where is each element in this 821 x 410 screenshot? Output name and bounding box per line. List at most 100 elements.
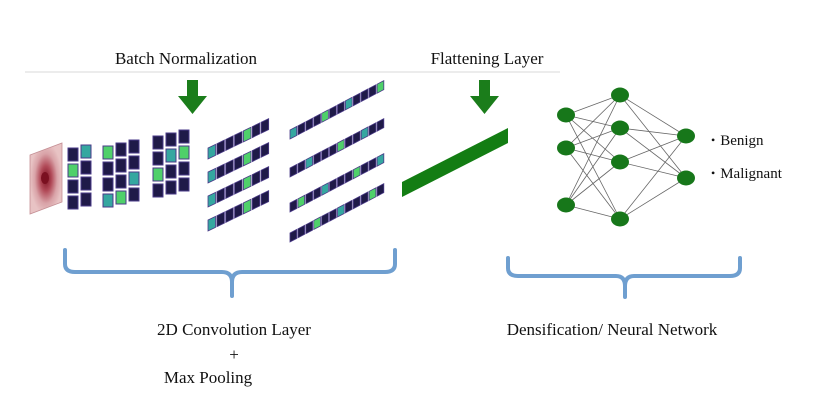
feature-map-cell <box>216 139 225 156</box>
flattening-layer-label: Flattening Layer <box>430 49 544 68</box>
neuron-layer-2 <box>611 154 629 170</box>
conv-block-1 <box>67 144 92 210</box>
feature-map-cell <box>102 145 114 160</box>
feature-map-cell <box>321 182 329 196</box>
output-item-malignant: •Malignant <box>711 165 782 183</box>
output-label: Malignant <box>720 166 782 182</box>
feature-map-cell <box>260 166 270 182</box>
feature-map-cell <box>178 129 190 144</box>
neuron-layer-3 <box>677 170 695 186</box>
flattened-vector <box>402 128 508 197</box>
feature-map-cell <box>207 191 216 208</box>
feature-map-cell <box>352 165 361 180</box>
feature-map-cell <box>337 100 345 115</box>
feature-map-cell <box>216 187 225 204</box>
network-edge <box>565 94 621 206</box>
network-edge <box>565 127 621 149</box>
feature-map-cell <box>115 158 127 173</box>
conv-bracket <box>63 248 397 298</box>
network-edge <box>565 161 621 206</box>
neuron-layer-2 <box>611 120 629 136</box>
down-arrow-icon <box>178 80 207 114</box>
feature-map-cell <box>297 159 306 174</box>
feature-map-cell <box>376 152 385 167</box>
feature-map-cell <box>225 135 234 152</box>
neuron-layer-2 <box>611 211 629 227</box>
pool-strip-4 <box>207 190 270 232</box>
feature-map-cell <box>305 155 313 170</box>
feature-map-cell <box>178 145 190 160</box>
feature-map-cell <box>337 173 345 188</box>
feature-maps <box>67 79 385 243</box>
feature-map-cell <box>352 195 361 210</box>
feature-map-cell <box>152 183 164 198</box>
feature-map-cell <box>115 142 127 157</box>
feature-map-cell <box>360 161 369 176</box>
feature-map-cell <box>289 125 298 140</box>
neuron-layer-1 <box>557 197 575 213</box>
feature-map-cell <box>297 224 306 239</box>
output-label: Benign <box>720 133 764 149</box>
feature-map-cell <box>80 192 92 207</box>
network-edge <box>619 177 687 220</box>
deep-strip-2 <box>289 117 385 178</box>
feature-map-cell <box>337 138 345 153</box>
network-edge <box>565 204 621 220</box>
network-edge <box>565 114 621 163</box>
feature-map-cell <box>207 143 216 160</box>
feature-map-cell <box>289 198 298 213</box>
feature-map-cell <box>234 130 243 147</box>
network-edge <box>619 94 687 179</box>
feature-map-cell <box>337 203 345 218</box>
feature-map-cell <box>345 134 353 149</box>
feature-map-cell <box>102 193 114 208</box>
feature-map-cell <box>102 177 114 192</box>
output-item-benign: •Benign <box>711 132 764 150</box>
feature-map-cell <box>216 163 225 180</box>
feature-map-cell <box>67 147 79 162</box>
network-edge <box>565 127 621 206</box>
feature-map-cell <box>313 186 321 201</box>
feature-map-cell <box>152 151 164 166</box>
feature-map-cell <box>329 104 337 119</box>
feature-map-cell <box>260 118 270 134</box>
feature-map-cell <box>243 126 252 143</box>
feature-map-cell <box>152 167 164 182</box>
feature-map-cell <box>128 139 140 154</box>
pool-strip-2 <box>207 142 270 184</box>
feature-map-cell <box>80 160 92 175</box>
feature-map-cell <box>360 191 369 206</box>
feature-map-cell <box>305 190 313 205</box>
deep-strip-4 <box>289 182 385 243</box>
feature-map-cell <box>313 216 321 231</box>
feature-map-cell <box>376 117 385 132</box>
feature-map-cell <box>115 174 127 189</box>
feature-map-cell <box>360 88 369 103</box>
feature-map-cell <box>313 151 321 166</box>
feature-map-cell <box>243 174 252 191</box>
feature-map-cell <box>67 195 79 210</box>
neuron-layer-1 <box>557 140 575 156</box>
conv-layer-label: 2D Convolution Layer <box>157 320 311 339</box>
feature-map-cell <box>102 161 114 176</box>
batch-normalization-label: Batch Normalization <box>114 49 258 68</box>
feature-map-cell <box>305 117 313 132</box>
feature-map-cell <box>165 180 177 195</box>
feature-map-cell <box>207 167 216 184</box>
feature-map-cell <box>225 159 234 176</box>
network-edge <box>565 94 621 149</box>
network-edge <box>565 94 621 116</box>
feature-map-cell <box>225 183 234 200</box>
feature-map-cell <box>178 177 190 192</box>
feature-map-cell <box>80 176 92 191</box>
network-edge <box>619 135 687 220</box>
feature-map-cell <box>251 170 261 187</box>
feature-map-cell <box>67 179 79 194</box>
network-edge <box>619 127 687 179</box>
feature-map-cell <box>289 228 298 243</box>
feature-map-cell <box>352 92 361 107</box>
feature-map-cell <box>345 199 353 214</box>
feature-map-cell <box>178 161 190 176</box>
neuron-layer-2 <box>611 87 629 103</box>
